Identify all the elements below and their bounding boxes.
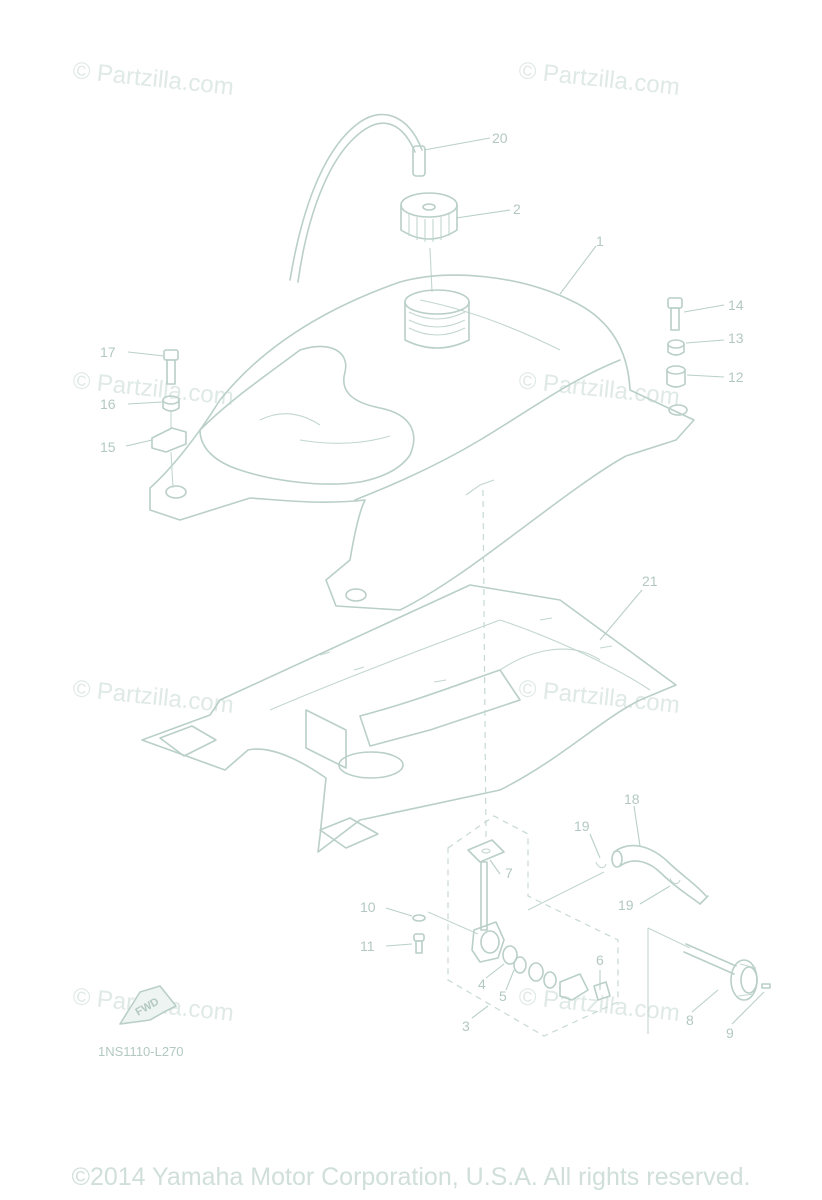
under-panel-part-21 bbox=[141, 584, 677, 853]
watermark: © Partzilla.com bbox=[517, 367, 681, 411]
callout-8: 8 bbox=[686, 1012, 694, 1028]
watermark: © Partzilla.com bbox=[71, 57, 235, 101]
callout-16: 16 bbox=[100, 396, 116, 412]
plate-part-7 bbox=[467, 839, 505, 863]
callout-4: 4 bbox=[478, 976, 486, 992]
copyright-notice: ©2014 Yamaha Motor Corporation, U.S.A. A… bbox=[71, 1163, 751, 1191]
callout-21: 21 bbox=[642, 573, 658, 589]
callout-5: 5 bbox=[499, 988, 507, 1004]
watermark: © Partzilla.com bbox=[517, 57, 681, 101]
callout-10: 10 bbox=[360, 899, 376, 915]
fwd-arrow-icon: FWD bbox=[119, 985, 177, 1025]
fuel-tank-part-1 bbox=[149, 274, 695, 611]
callout-19-lower: 19 bbox=[618, 897, 634, 913]
assembly-box-part-3 bbox=[447, 815, 619, 1037]
callout-2: 2 bbox=[513, 201, 521, 217]
alignment-line bbox=[482, 489, 487, 841]
watermark-layer: © Partzilla.com © Partzilla.com © Partzi… bbox=[71, 57, 681, 1027]
callout-18: 18 bbox=[624, 791, 640, 807]
callout-11: 11 bbox=[360, 938, 375, 954]
diagram-code: 1NS1110-L270 bbox=[98, 1044, 184, 1059]
screws-part-10-11 bbox=[412, 911, 479, 954]
callout-12: 12 bbox=[728, 369, 744, 385]
callout-15: 15 bbox=[100, 439, 116, 455]
callout-labels: 20 2 1 14 13 12 17 16 15 21 18 19 19 7 1… bbox=[100, 130, 744, 1041]
breather-hose-part-20 bbox=[289, 113, 426, 283]
callout-13: 13 bbox=[728, 330, 744, 346]
fasteners-right bbox=[666, 297, 686, 388]
fuel-cock-assembly bbox=[471, 861, 611, 1001]
callout-9: 9 bbox=[726, 1025, 734, 1041]
watermark: © Partzilla.com bbox=[71, 367, 235, 411]
watermark: © Partzilla.com bbox=[71, 675, 235, 719]
fuel-cock-part-8 bbox=[647, 927, 771, 1034]
callout-14: 14 bbox=[728, 297, 744, 313]
fuel-cap-part-2 bbox=[400, 192, 458, 293]
callout-17: 17 bbox=[100, 344, 116, 360]
leader-lines bbox=[125, 137, 765, 1025]
callout-6: 6 bbox=[596, 952, 604, 968]
callout-19-upper: 19 bbox=[574, 818, 590, 834]
fasteners-left bbox=[151, 349, 187, 489]
callout-1: 1 bbox=[596, 233, 604, 249]
watermark: © Partzilla.com bbox=[517, 983, 681, 1027]
callout-3: 3 bbox=[462, 1018, 470, 1034]
fuel-hose-part-18 bbox=[527, 844, 709, 911]
watermark: © Partzilla.com bbox=[517, 675, 681, 719]
callout-7: 7 bbox=[505, 865, 513, 881]
callout-20: 20 bbox=[492, 130, 508, 146]
